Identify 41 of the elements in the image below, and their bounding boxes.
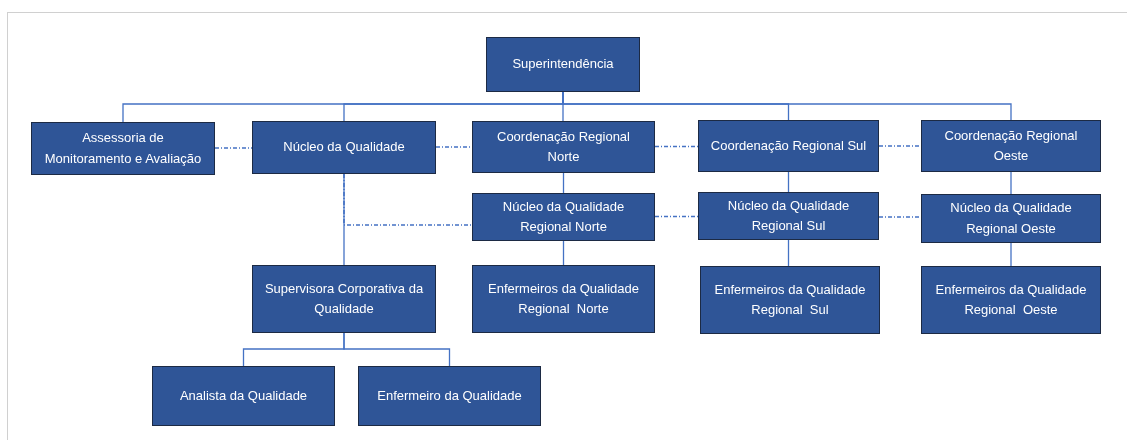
connector-line: [787, 239, 790, 267]
org-box: [698, 192, 879, 240]
connector-line: [343, 332, 451, 367]
org-box: [486, 37, 640, 92]
org-box: [472, 265, 655, 333]
box-label: Núcleo da Qualidade Regional Norte: [501, 197, 626, 236]
box-label: Supervisora Corporativa da Qualidade: [263, 279, 425, 318]
org-box: [698, 120, 879, 172]
box-label: Superintendência: [512, 55, 614, 74]
dotted-connector: [878, 145, 922, 147]
org-box: [252, 121, 436, 174]
box-label: Núcleo da Qualidade Regional Oeste: [949, 199, 1073, 238]
org-box: [472, 193, 655, 241]
dotted-connector: [435, 146, 473, 148]
box-label: Analista da Qualidade: [179, 386, 308, 405]
box-label: Núcleo da Qualidade: [283, 138, 405, 157]
connector-line: [787, 171, 790, 193]
box-label: Enfermeiro da Qualidade: [377, 386, 522, 405]
org-box: [921, 120, 1101, 172]
box-label: Enfermeiros da Qualidade Regional Oeste: [934, 280, 1088, 319]
dotted-connector: [878, 216, 922, 218]
box-label: Enfermeiros da Qualidade Regional Norte: [487, 279, 640, 318]
box-label: Núcleo da Qualidade Regional Sul: [726, 196, 851, 235]
box-label: Assessoria de Monitoramento e Avaliação: [43, 129, 203, 168]
org-box: [358, 366, 541, 426]
box-label: Coordenação Regional Oeste: [943, 126, 1079, 165]
org-box: [252, 265, 436, 333]
org-box: [921, 266, 1101, 334]
connector-line: [562, 240, 565, 266]
connector-line: [1010, 171, 1012, 195]
connector-line: [343, 173, 345, 266]
org-box: [152, 366, 335, 426]
org-box: [921, 194, 1101, 243]
org-box: [472, 121, 655, 173]
connector-line: [1010, 242, 1012, 267]
org-box: [700, 266, 880, 334]
box-label: Coordenação Regional Norte: [496, 127, 631, 166]
connector-line: [562, 172, 565, 194]
org-box: [31, 122, 215, 175]
box-label: Coordenação Regional Sul: [710, 136, 867, 155]
box-label: Enfermeiros da Qualidade Regional Sul: [713, 280, 867, 319]
